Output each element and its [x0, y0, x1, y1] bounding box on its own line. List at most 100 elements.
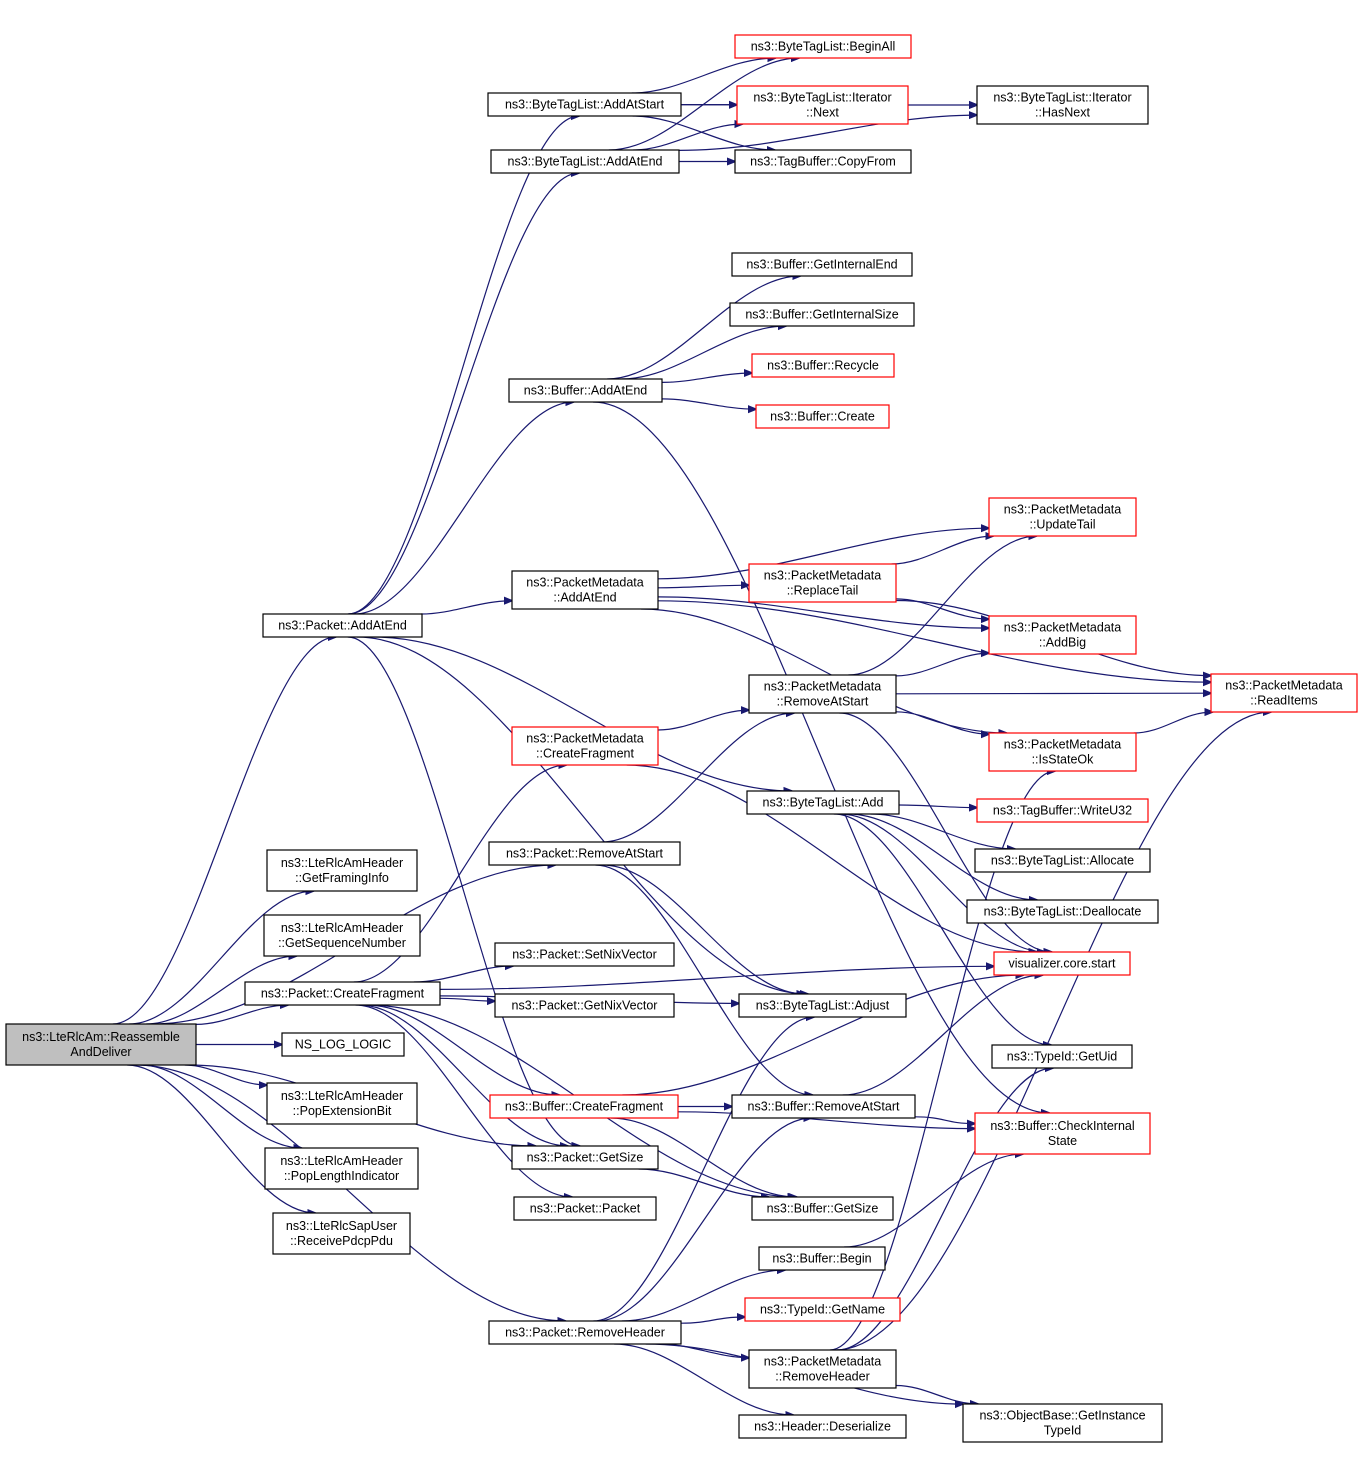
node-header-deserialize[interactable]: ns3::Header::Deserialize	[738, 1414, 907, 1439]
node-box	[748, 563, 897, 603]
node-pm-removeheader[interactable]: ns3::PacketMetadata::RemoveHeader	[748, 1349, 897, 1389]
node-btl-iter-next[interactable]: ns3::ByteTagList::Iterator::Next	[736, 85, 909, 125]
node-box	[281, 1032, 405, 1057]
edge-pm_replacetail-to-pm_addbig	[895, 598, 989, 619]
node-box	[494, 942, 675, 967]
node-tb-writeu32[interactable]: ns3::TagBuffer::WriteU32	[976, 798, 1149, 823]
node-label-line: ns3::ByteTagList::Iterator	[753, 91, 891, 105]
node-hdr-getframinginfo[interactable]: ns3::LteRlcAmHeader::GetFramingInfo	[266, 849, 418, 892]
node-label-line: ns3::ByteTagList::Deallocate	[984, 905, 1142, 919]
node-hdr-popextbit[interactable]: ns3::LteRlcAmHeader::PopExtensionBit	[266, 1082, 418, 1125]
edge-pkt_createfragment-to-pkt_getnixvector	[439, 998, 495, 1001]
node-btl-adjust[interactable]: ns3::ByteTagList::Adjust	[738, 993, 907, 1018]
node-btl-addatstart[interactable]: ns3::ByteTagList::AddAtStart	[487, 92, 682, 117]
node-buf-getinternalsize[interactable]: ns3::Buffer::GetInternalSize	[729, 302, 915, 327]
edge-pkt_createfragment-to-pkt_packet	[355, 1004, 573, 1197]
node-buf-getsize[interactable]: ns3::Buffer::GetSize	[751, 1196, 894, 1221]
node-label-line: ns3::ByteTagList::AddAtEnd	[508, 155, 663, 169]
node-buf-addatend[interactable]: ns3::Buffer::AddAtEnd	[508, 378, 663, 403]
node-btl-allocate[interactable]: ns3::ByteTagList::Allocate	[974, 848, 1151, 873]
edge-btl_addatend-to-btl_beginall	[608, 58, 799, 151]
node-buf-removeatstart[interactable]: ns3::Buffer::RemoveAtStart	[731, 1094, 916, 1119]
node-box	[266, 849, 418, 892]
node-box	[974, 848, 1151, 873]
node-pkt-getnixvector[interactable]: ns3::Packet::GetNixVector	[494, 993, 675, 1018]
node-box	[272, 1212, 411, 1255]
node-pm-addatend[interactable]: ns3::PacketMetadata::AddAtEnd	[511, 570, 659, 610]
node-pkt-removeheader[interactable]: ns3::Packet::RemoveHeader	[488, 1320, 682, 1345]
node-box	[962, 1403, 1163, 1443]
node-label-line: ns3::PacketMetadata	[764, 1355, 881, 1369]
node-buf-create[interactable]: ns3::Buffer::Create	[755, 404, 890, 429]
node-btl-addatend[interactable]: ns3::ByteTagList::AddAtEnd	[490, 149, 680, 174]
node-pkt-setnixvector[interactable]: ns3::Packet::SetNixVector	[494, 942, 675, 967]
node-label-line: ns3::ByteTagList::AddAtStart	[505, 98, 665, 112]
edge-root-to-hdr_getseqnum	[146, 956, 296, 1025]
edge-buf_begin-to-buf_checkinternalstate	[844, 1154, 1023, 1248]
node-box	[748, 1349, 897, 1389]
node-buf-begin[interactable]: ns3::Buffer::Begin	[758, 1246, 886, 1271]
node-label-line: ns3::PacketMetadata	[764, 680, 881, 694]
node-box	[264, 1147, 419, 1190]
edge-pkt_removeheader-to-buf_begin	[621, 1270, 785, 1322]
edge-pm_removeheader-to-typeid_getuid	[837, 1068, 1053, 1351]
node-btl-beginall[interactable]: ns3::ByteTagList::BeginAll	[734, 34, 912, 59]
node-buf-getinternalend[interactable]: ns3::Buffer::GetInternalEnd	[731, 252, 913, 277]
node-box	[988, 732, 1137, 772]
node-label-line: ns3::PacketMetadata	[1225, 679, 1342, 693]
node-box	[758, 1246, 886, 1271]
edge-pkt_addatend-to-btl_addatstart	[347, 116, 579, 615]
node-hdr-getseqnum[interactable]: ns3::LteRlcAmHeader::GetSequenceNumber	[263, 914, 421, 957]
node-box	[731, 1094, 916, 1119]
node-typeid-getname[interactable]: ns3::TypeId::GetName	[744, 1297, 901, 1322]
node-btl-deallocate[interactable]: ns3::ByteTagList::Deallocate	[966, 899, 1159, 924]
node-box	[738, 993, 907, 1018]
edge-btl_add-to-btl_allocate	[870, 813, 1016, 849]
edge-pkt_getsize-to-buf_getsize	[638, 1168, 769, 1197]
node-pkt-packet[interactable]: ns3::Packet::Packet	[513, 1196, 657, 1221]
node-box	[988, 615, 1137, 655]
node-label-line: State	[1048, 1134, 1077, 1148]
node-pm-readitems[interactable]: ns3::PacketMetadata::ReadItems	[1210, 673, 1358, 713]
edge-btl_addatend-to-btl_iter_hasnext	[678, 115, 977, 151]
node-btl-iter-hasnext[interactable]: ns3::ByteTagList::Iterator::HasNext	[976, 85, 1149, 125]
node-pm-createfragment[interactable]: ns3::PacketMetadata::CreateFragment	[511, 726, 659, 766]
node-btl-add[interactable]: ns3::ByteTagList::Add	[746, 790, 900, 815]
node-buf-recycle[interactable]: ns3::Buffer::Recycle	[751, 353, 895, 378]
node-ns-log-logic[interactable]: NS_LOG_LOGIC	[281, 1032, 405, 1057]
node-label-line: ns3::PacketMetadata	[526, 576, 643, 590]
node-pm-isstateok[interactable]: ns3::PacketMetadata::IsStateOk	[988, 732, 1137, 772]
node-pm-replacetail[interactable]: ns3::PacketMetadata::ReplaceTail	[748, 563, 897, 603]
edge-root-to-pkt_addatend	[112, 637, 336, 1025]
node-hdr-poplenind[interactable]: ns3::LteRlcAmHeader::PopLengthIndicator	[264, 1147, 419, 1190]
node-typeid-getuid[interactable]: ns3::TypeId::GetUid	[991, 1044, 1133, 1069]
node-box	[508, 378, 663, 403]
edge-btl_add-to-btl_deallocate	[848, 813, 1037, 900]
node-label-line: ns3::TagBuffer::CopyFrom	[750, 155, 896, 169]
node-pkt-createfragment[interactable]: ns3::Packet::CreateFragment	[244, 981, 441, 1006]
node-box	[489, 1094, 679, 1119]
node-pkt-addatend[interactable]: ns3::Packet::AddAtEnd	[262, 613, 423, 638]
node-pm-updatetail[interactable]: ns3::PacketMetadata::UpdateTail	[988, 497, 1137, 537]
node-pm-removeatstart[interactable]: ns3::PacketMetadata::RemoveAtStart	[748, 674, 897, 714]
edge-buf_createfragment-to-buf_checkinternalstate	[677, 1111, 975, 1129]
node-label-line: ns3::PacketMetadata	[764, 569, 881, 583]
node-sap-receivepdcppdu[interactable]: ns3::LteRlcSapUser::ReceivePdcpPdu	[272, 1212, 411, 1255]
node-buf-createfragment[interactable]: ns3::Buffer::CreateFragment	[489, 1094, 679, 1119]
node-pkt-getsize[interactable]: ns3::Packet::GetSize	[511, 1145, 659, 1170]
node-label-line: ns3::LteRlcSapUser	[286, 1219, 397, 1233]
node-pkt-removeatstart[interactable]: ns3::Packet::RemoveAtStart	[488, 841, 681, 866]
node-label-line: ns3::Buffer::GetInternalSize	[745, 308, 898, 322]
node-label-line: ns3::ByteTagList::Allocate	[991, 854, 1134, 868]
edge-pm_removeheader-to-ob_getinstancetypeid	[895, 1384, 978, 1405]
node-pm-addbig[interactable]: ns3::PacketMetadata::AddBig	[988, 615, 1137, 655]
node-box	[734, 34, 912, 59]
node-label-line: ::PopLengthIndicator	[284, 1169, 399, 1183]
edge-btl_add-to-tb_writeu32	[898, 805, 977, 808]
node-tb-copyfrom[interactable]: ns3::TagBuffer::CopyFrom	[734, 149, 912, 174]
node-vis-core-start[interactable]: visualizer.core.start	[993, 951, 1131, 976]
node-label-line: ns3::TypeId::GetName	[760, 1303, 885, 1317]
